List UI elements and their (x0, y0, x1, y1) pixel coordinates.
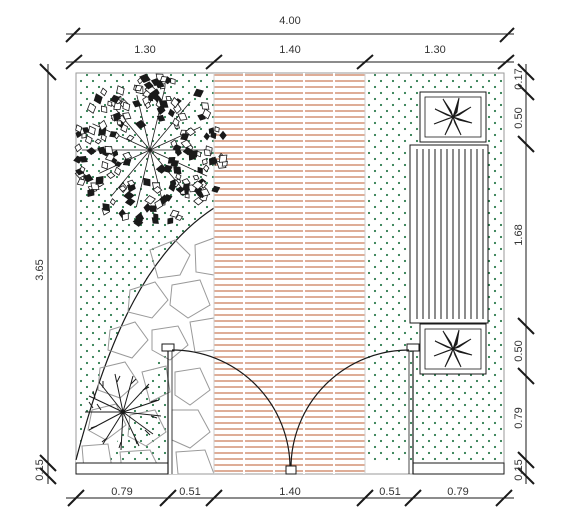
left-sill (75, 462, 169, 475)
right-sill (412, 462, 505, 475)
tree-canopy-icon (73, 73, 228, 227)
dim-right-segment: 0.79 (513, 407, 525, 428)
dim-bottom-segment: 0.79 (447, 486, 468, 498)
dim-right-segment: 0.15 (513, 459, 525, 480)
gate-left (161, 343, 291, 474)
dim-top-segment: 1.30 (134, 44, 155, 56)
dim-right-segment: 0.50 (513, 107, 525, 128)
palm-plant-icon (85, 373, 162, 451)
dim-right-segment: 0.17 (513, 68, 525, 89)
dim-right-segment: 0.50 (513, 340, 525, 361)
gate-right (285, 343, 420, 475)
dim-bottom-segment: 0.51 (179, 486, 200, 498)
dim-bottom-segment: 0.79 (111, 486, 132, 498)
potted-plant-icon (419, 91, 487, 143)
dim-top-segment: 1.30 (424, 44, 445, 56)
dimension-lines (39, 27, 535, 507)
dim-bottom-segment: 0.51 (379, 486, 400, 498)
potted-plant-icon (419, 323, 487, 375)
gate-hinge-icon (161, 343, 175, 352)
dim-top-segment: 1.40 (279, 44, 300, 56)
dimension-labels: 4.00 1.30 1.40 1.30 0.79 0.51 1.40 0.51 … (34, 15, 525, 498)
central-deck (213, 73, 366, 474)
dim-right-segment: 1.68 (513, 224, 525, 245)
dim-left-total: 3.65 (34, 259, 46, 280)
dim-left-bottom: 0.15 (34, 459, 46, 480)
dim-bottom-segment: 1.40 (279, 486, 300, 498)
gate-hinge-icon (406, 343, 420, 352)
dim-top-total: 4.00 (279, 15, 300, 27)
bench-icon (409, 144, 489, 324)
